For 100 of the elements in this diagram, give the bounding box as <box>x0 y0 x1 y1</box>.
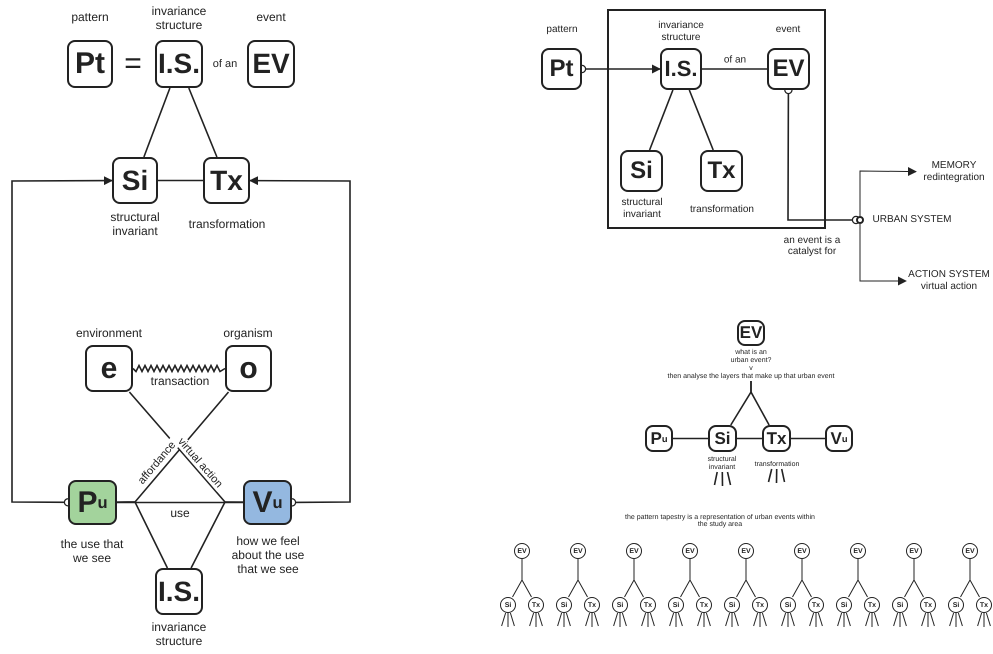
node-box: Tx <box>203 157 250 204</box>
connector-line <box>949 612 954 626</box>
node-caption: transformation <box>689 204 755 216</box>
node-caption: organism <box>222 326 274 340</box>
node-box: I.S. <box>660 48 702 90</box>
node-box: V$^{u}$ <box>243 480 292 525</box>
connector-line <box>117 501 168 568</box>
node-box: Tx <box>762 425 791 452</box>
connector-line <box>622 612 627 626</box>
node-text: ACTION SYSTEM <box>908 269 990 281</box>
connector-line <box>726 472 732 486</box>
connector-line <box>725 612 730 626</box>
connector-line <box>613 612 618 626</box>
connector-line <box>921 612 926 626</box>
connector-line <box>510 612 515 626</box>
node-box: EV <box>767 48 810 90</box>
connector-line <box>697 612 702 626</box>
node-caption: event <box>774 24 802 36</box>
connector-line <box>706 612 711 626</box>
connector-line <box>678 612 683 626</box>
wavy-line <box>132 364 226 374</box>
connector-line <box>958 612 963 626</box>
edge-label: of an <box>722 54 748 66</box>
connector-line <box>641 612 646 626</box>
connector-line <box>902 612 907 626</box>
connector-line <box>837 612 842 626</box>
node-caption: how we feel about the use that we see <box>230 534 306 576</box>
node-box: V$^{u}$ <box>825 425 853 452</box>
node-caption: event <box>255 10 287 24</box>
node-box: P$^{u}$ <box>645 425 673 452</box>
connector-line <box>753 612 758 626</box>
node-caption: transformation <box>188 217 266 231</box>
connector-line <box>188 88 218 158</box>
connector-line <box>914 558 924 598</box>
connector-line <box>722 472 724 486</box>
connector-line <box>802 558 812 598</box>
connector-line <box>762 612 767 626</box>
node-caption: invariance structure <box>150 620 208 648</box>
connector-line <box>734 612 739 626</box>
arrow <box>249 176 351 507</box>
node-box: e <box>85 345 133 392</box>
node-caption: pattern <box>545 24 579 36</box>
node-box: EV <box>247 40 295 88</box>
connector-line <box>970 558 980 598</box>
node-box: Pt <box>67 40 113 88</box>
connector-line <box>529 612 534 626</box>
node-caption: structural invariant <box>109 210 161 238</box>
node-caption: invariance structure <box>150 4 208 32</box>
connector-line <box>986 612 991 626</box>
connector-line <box>501 612 506 626</box>
connector-line <box>702 68 767 70</box>
connector-line <box>791 438 825 440</box>
connector-line <box>650 612 655 626</box>
arrow <box>860 224 907 286</box>
node-box: I.S. <box>155 40 203 88</box>
connector-line <box>846 612 851 626</box>
connector-line <box>634 558 644 598</box>
connector-line <box>977 612 982 626</box>
node-box: Si <box>620 150 663 192</box>
connector-line <box>688 90 714 150</box>
connector-line <box>818 612 823 626</box>
connector-line <box>669 612 674 626</box>
node-box: I.S. <box>155 568 203 615</box>
connector-line <box>714 472 718 486</box>
connector-line <box>158 180 203 182</box>
connector-line <box>557 612 562 626</box>
connector-line <box>930 612 935 626</box>
node-text: MEMORY <box>932 160 976 172</box>
connector-line <box>781 612 786 626</box>
connector-line <box>190 501 243 568</box>
node-box: Si <box>112 157 158 204</box>
connector-line <box>865 612 870 626</box>
node-box: Pt <box>541 48 582 90</box>
node-box: P$^{u}$ <box>68 480 117 525</box>
node-caption: URBAN SYSTEM <box>872 214 952 226</box>
connector-line <box>673 438 708 440</box>
edge-label: transaction <box>148 374 212 388</box>
connector-line <box>750 381 770 426</box>
connector-line <box>893 612 898 626</box>
node-box: EV <box>737 320 765 346</box>
connector-line <box>780 468 786 482</box>
node-box: o <box>225 345 272 392</box>
node-box: Si <box>708 425 737 452</box>
node-box: Tx <box>700 150 743 192</box>
connector-line <box>143 88 171 158</box>
connector-line <box>585 612 590 626</box>
connector-line <box>809 612 814 626</box>
connector-line <box>566 612 571 626</box>
node-caption: the use that we see <box>60 537 124 565</box>
connector-line <box>790 612 795 626</box>
connector-line <box>578 558 588 598</box>
connector-line <box>874 612 879 626</box>
connector-line <box>746 558 756 598</box>
connector-line <box>690 558 700 598</box>
node-text: redintegration <box>923 172 985 184</box>
annotation: of an <box>212 58 238 70</box>
connector-line <box>776 468 778 484</box>
connector-line <box>522 558 532 598</box>
connector-line <box>768 468 772 482</box>
connector-line <box>858 558 868 598</box>
